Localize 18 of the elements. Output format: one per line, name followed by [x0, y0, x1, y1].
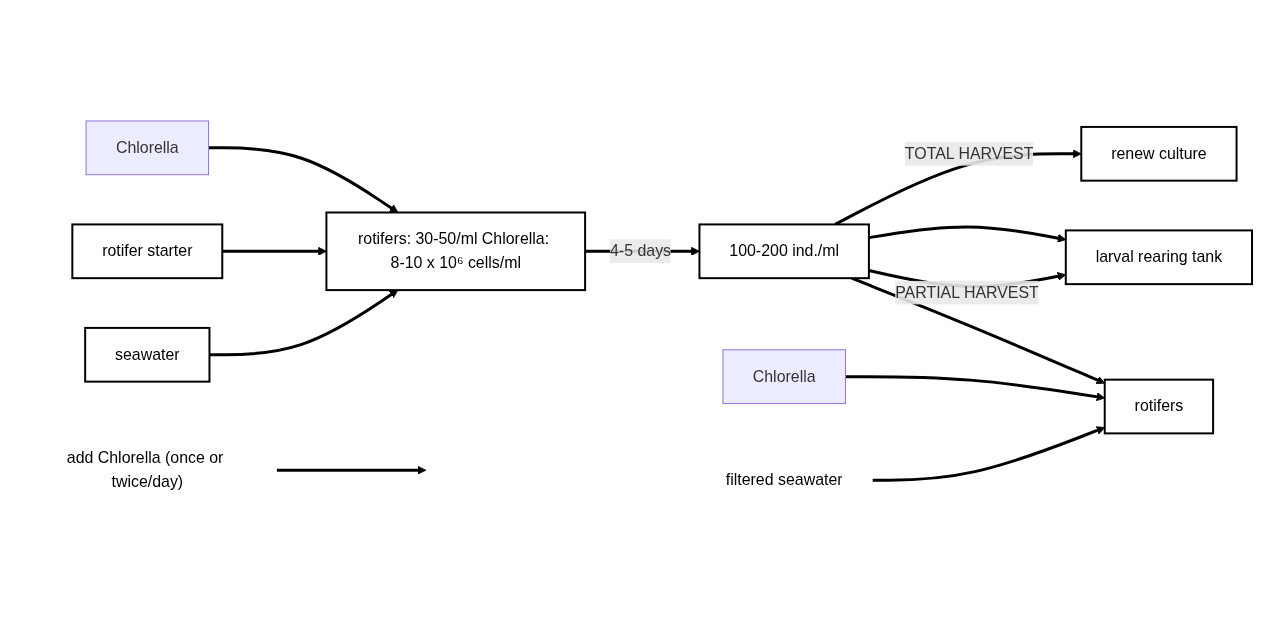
node-box: seawater — [84, 326, 211, 383]
node-box: rotifer starter — [71, 222, 224, 279]
edge-label: PARTIAL HARVEST — [895, 283, 1039, 301]
node-box: Chlorella — [722, 348, 846, 404]
node-text: add Chlorella (once or twice/day) — [66, 448, 224, 490]
arrow — [222, 246, 327, 256]
arrow — [209, 289, 399, 356]
node-box: rotifers — [1103, 378, 1215, 434]
node-box: renew culture — [1080, 125, 1238, 182]
arrow — [208, 145, 399, 213]
node-box: 100-200 ind./ml — [698, 222, 870, 279]
arrow — [276, 465, 427, 475]
node-box: rotifers: 30-50/ml Chlorella: 8-10 x 10⁶ cells/ml — [325, 211, 587, 291]
node-box: larval rearing tank — [1064, 228, 1254, 285]
node-text: filtered seawater — [725, 470, 843, 488]
edge-label: TOTAL HARVEST — [904, 144, 1034, 162]
edge-label: 4-5 days — [609, 241, 672, 259]
node-box: Chlorella — [85, 120, 210, 175]
